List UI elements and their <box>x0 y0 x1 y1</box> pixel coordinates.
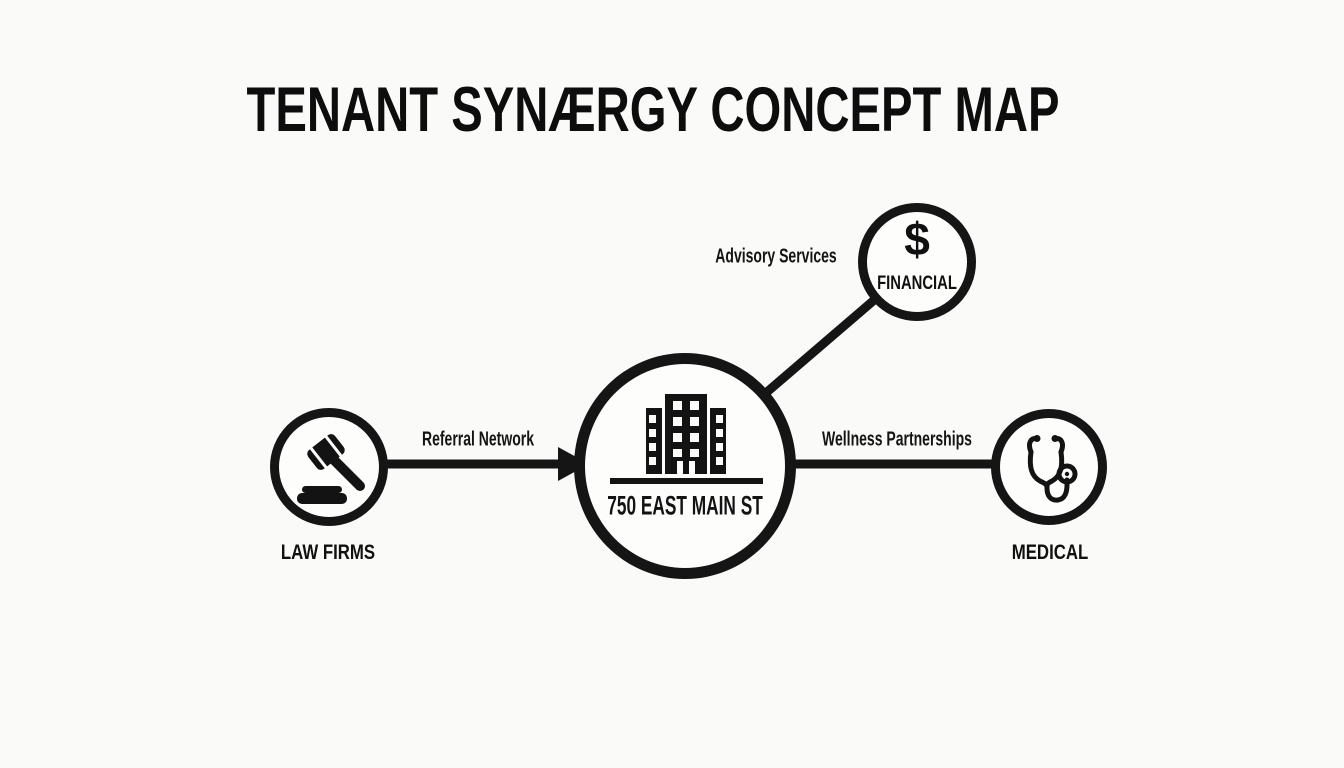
arrowhead-icon <box>558 447 589 481</box>
node-medical <box>991 409 1107 525</box>
page-title-text: TENANT SYNÆRGY CONCEPT MAP <box>246 75 1060 145</box>
referral-network-label: Referral Network <box>421 428 535 451</box>
building-icon <box>646 394 726 474</box>
financial-node-label: FINANCIAL <box>877 273 957 294</box>
dollar-icon: $ <box>904 213 930 265</box>
wellness-partnerships-label: Wellness Partnerships <box>822 428 972 451</box>
node-law-firms <box>270 408 388 526</box>
medical-label: MEDICAL <box>1011 541 1089 564</box>
address-underline <box>610 478 763 484</box>
node-financial: $ FINANCIAL <box>858 203 976 321</box>
node-750-east-main-st: 750 EAST MAIN ST <box>574 353 796 579</box>
edge-advisory-services <box>757 291 883 402</box>
stethoscope-icon <box>1027 435 1078 503</box>
law-firms-label: LAW FIRMS <box>280 541 376 564</box>
advisory-services-label: Advisory Services <box>715 245 837 268</box>
center-node-label: 750 EAST MAIN ST <box>607 490 763 521</box>
gavel-icon <box>297 434 365 504</box>
page-title: TENANT SYNÆRGY CONCEPT MAP <box>111 74 1195 146</box>
